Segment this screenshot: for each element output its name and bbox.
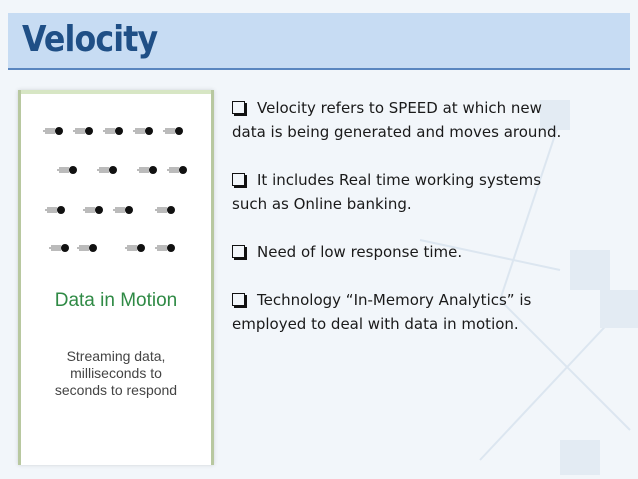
checkbox-icon [232,173,245,186]
checkbox-icon [232,245,245,258]
bullet-text: Velocity refers to SPEED at which new [257,99,542,117]
title-bar: Velocity [8,13,630,70]
streaming-description: Streaming data, milliseconds to seconds … [21,348,211,399]
checkbox-icon [232,293,245,306]
checkbox-icon [232,101,245,114]
card-top-border [21,90,211,94]
description-line: seconds to respond [54,382,178,398]
bullet-item: Need of low response time. [232,240,617,264]
moving-data-dots-icon [42,126,188,253]
description-line: milliseconds to [70,365,162,381]
bullet-item: Technology “In-Memory Analytics” is empl… [232,288,617,336]
bullet-item: Velocity refers to SPEED at which new da… [232,96,617,144]
bullet-list: Velocity refers to SPEED at which new da… [232,96,617,360]
bullet-item: It includes Real time working systems su… [232,168,617,216]
bullet-text: Need of low response time. [257,243,463,261]
bullet-text: such as Online banking. [232,195,412,213]
bullet-text: employed to deal with data in motion. [232,315,519,333]
bullet-text: Technology “In-Memory Analytics” is [257,291,532,309]
bullet-text: data is being generated and moves around… [232,123,562,141]
slide-title: Velocity [22,19,158,60]
data-in-motion-label: Data in Motion [54,290,178,311]
data-in-motion-card: Data in Motion Streaming data, milliseco… [18,90,214,465]
bullet-text: It includes Real time working systems [257,171,542,189]
description-line: Streaming data, [66,348,166,364]
